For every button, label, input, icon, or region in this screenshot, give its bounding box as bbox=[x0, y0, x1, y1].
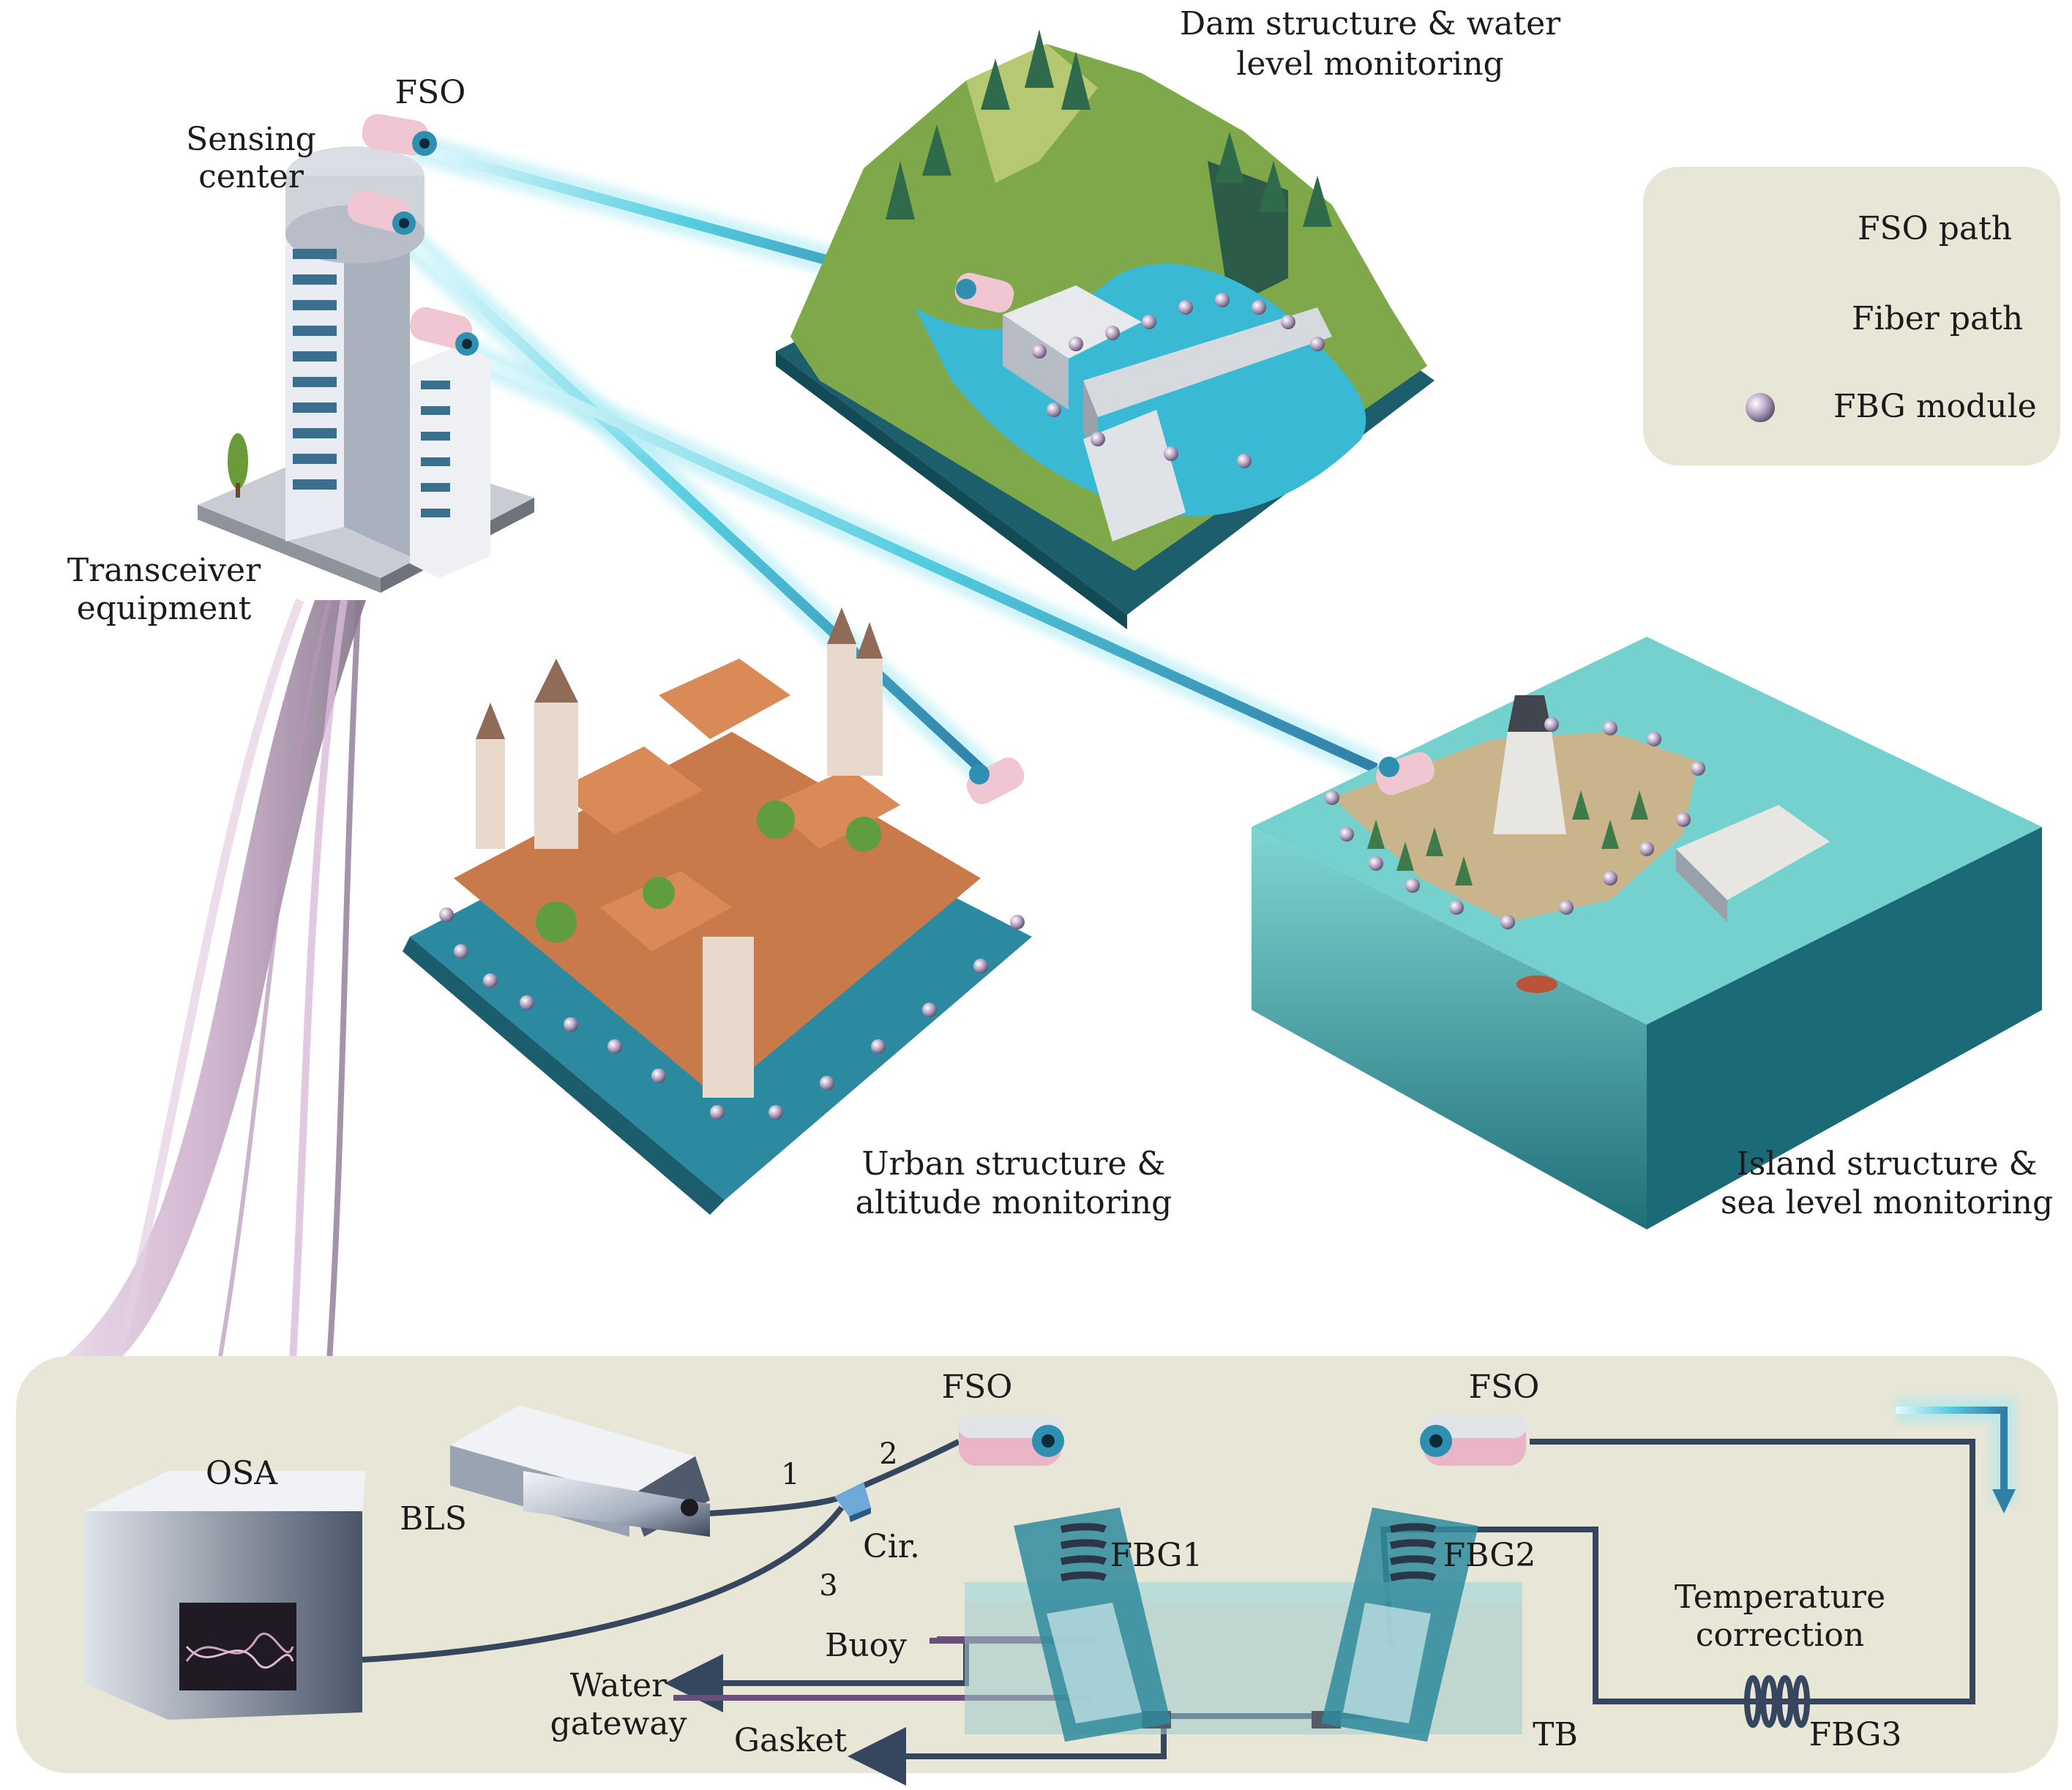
fso-top-label: FSO bbox=[395, 74, 466, 111]
urban-fbg-beads bbox=[439, 907, 1025, 1120]
experimental-setup: OSA BLS 1 2 3 Cir. FSO FSO FBG1 FBG2 FBG… bbox=[16, 1356, 2058, 1786]
fso-left-label: FSO bbox=[942, 1368, 1013, 1406]
legend-fbg-module-label: FBG module bbox=[1833, 388, 2037, 425]
water-gateway-label-line1: Water bbox=[570, 1667, 667, 1704]
circulator-label: Cir. bbox=[863, 1528, 920, 1565]
fbg-module-swatch-icon bbox=[1746, 393, 1775, 422]
legend-fiber-path-label: Fiber path bbox=[1852, 300, 2023, 337]
temperature-correction-label-line2: correction bbox=[1696, 1617, 1864, 1654]
osa-label: OSA bbox=[206, 1455, 278, 1492]
light-direction-arrow-icon bbox=[1896, 1398, 2016, 1513]
sensing-center-label-line1: Sensing bbox=[186, 121, 316, 158]
dam-fbg-beads bbox=[1032, 293, 1325, 468]
buoy-label: Buoy bbox=[825, 1627, 907, 1664]
circulator-icon bbox=[834, 1482, 871, 1522]
island-caption-line1: Island structure & bbox=[1736, 1145, 2037, 1183]
water-gateway-label-line2: gateway bbox=[550, 1705, 687, 1742]
port-2-label: 2 bbox=[879, 1437, 897, 1471]
fso-left-terminal-icon bbox=[959, 1416, 1064, 1466]
legend-panel bbox=[1643, 167, 2060, 465]
fbg3-coil-icon bbox=[1744, 1675, 1810, 1728]
bls-label: BLS bbox=[400, 1500, 467, 1538]
fso-terminal-lower-icon bbox=[409, 307, 479, 356]
fso-terminal-top-icon bbox=[362, 113, 437, 156]
island-fbg-beads bbox=[1325, 717, 1705, 929]
transceiver-label-line2: equipment bbox=[77, 590, 252, 627]
sensing-center-building bbox=[198, 146, 534, 593]
fso-right-label: FSO bbox=[1469, 1368, 1540, 1406]
dam-caption-line2: level monitoring bbox=[1236, 45, 1503, 83]
fso-terminal-middle-icon bbox=[347, 190, 416, 235]
island-caption-line2: sea level monitoring bbox=[1721, 1184, 2053, 1221]
bls-output-port-icon bbox=[681, 1499, 698, 1516]
legend-fso-path-label: FSO path bbox=[1858, 210, 2012, 247]
osa-instrument bbox=[84, 1471, 366, 1720]
fso-right-terminal-icon bbox=[1420, 1416, 1526, 1466]
osa-screen bbox=[179, 1603, 296, 1690]
fbg1-label: FBG1 bbox=[1110, 1537, 1203, 1574]
fbg2-label: FBG2 bbox=[1443, 1537, 1536, 1574]
port-3-label: 3 bbox=[819, 1569, 837, 1603]
urban-scene-illustration bbox=[403, 607, 1032, 1215]
sensing-center-label-line2: center bbox=[198, 158, 304, 195]
bls-instrument bbox=[450, 1405, 710, 1537]
dam-scene-illustration bbox=[776, 29, 1435, 629]
gasket-label: Gasket bbox=[734, 1722, 848, 1759]
urban-caption-line1: Urban structure & bbox=[861, 1145, 1165, 1183]
top-labels: FSO Sensing center Transceiver equipment… bbox=[67, 5, 2053, 1221]
fbg2-sensor bbox=[1321, 1508, 1478, 1742]
urban-caption-line2: altitude monitoring bbox=[856, 1184, 1172, 1221]
transceiver-label-line1: Transceiver bbox=[67, 552, 261, 589]
fbg3-label: FBG3 bbox=[1809, 1716, 1902, 1753]
tb-label: TB bbox=[1533, 1716, 1578, 1753]
fso-link bbox=[959, 1416, 1526, 1466]
dam-caption-line1: Dam structure & water bbox=[1180, 5, 1561, 42]
temperature-correction-label-line1: Temperature bbox=[1675, 1579, 1885, 1616]
fiber-bundle bbox=[59, 598, 366, 1363]
fbg1-sensor bbox=[1014, 1508, 1171, 1742]
island-scene-illustration bbox=[1252, 637, 2042, 1229]
legend: FSO path Fiber path FBG module bbox=[1643, 167, 2060, 465]
port-1-label: 1 bbox=[781, 1458, 799, 1491]
